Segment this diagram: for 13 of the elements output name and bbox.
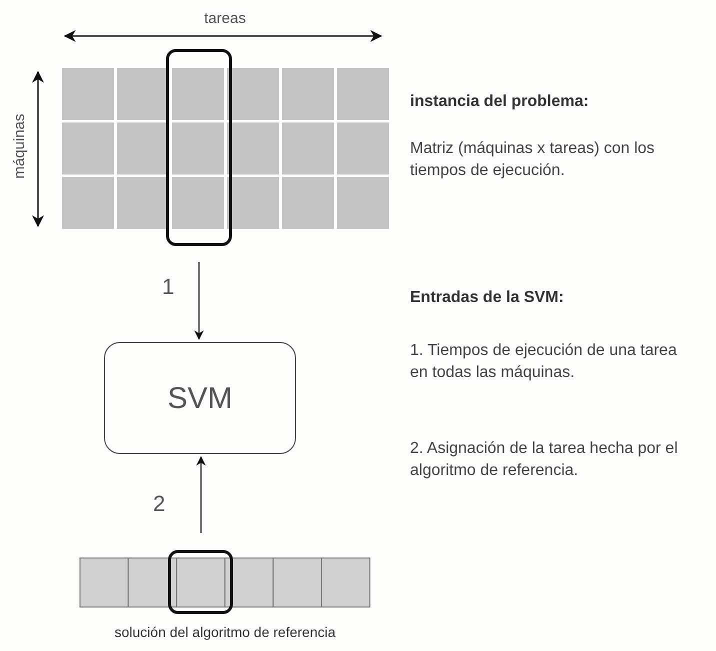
arrow xyxy=(196,456,206,533)
heading-text: instancia del problema: xyxy=(410,92,590,112)
highlight-frame xyxy=(166,49,232,246)
axis-label: solución del algoritmo de referencia xyxy=(113,623,336,642)
description-text: 1. Tiempos de ejecución de una tarea en todas las máquinas. xyxy=(410,341,678,383)
axis-label: máquinas xyxy=(10,112,29,181)
axis-label: tareas xyxy=(203,9,247,29)
highlight-frame xyxy=(168,550,233,614)
process-box: SVM xyxy=(104,342,296,454)
heading-text: Entradas de la SVM: xyxy=(410,288,565,308)
description-text: Matriz (máquinas x tareas) con los tiempos de ejecución. xyxy=(410,139,656,181)
arrow xyxy=(194,262,204,340)
description-text: 2. Asignación de la tarea hecha por el algoritmo de referencia. xyxy=(410,439,679,481)
